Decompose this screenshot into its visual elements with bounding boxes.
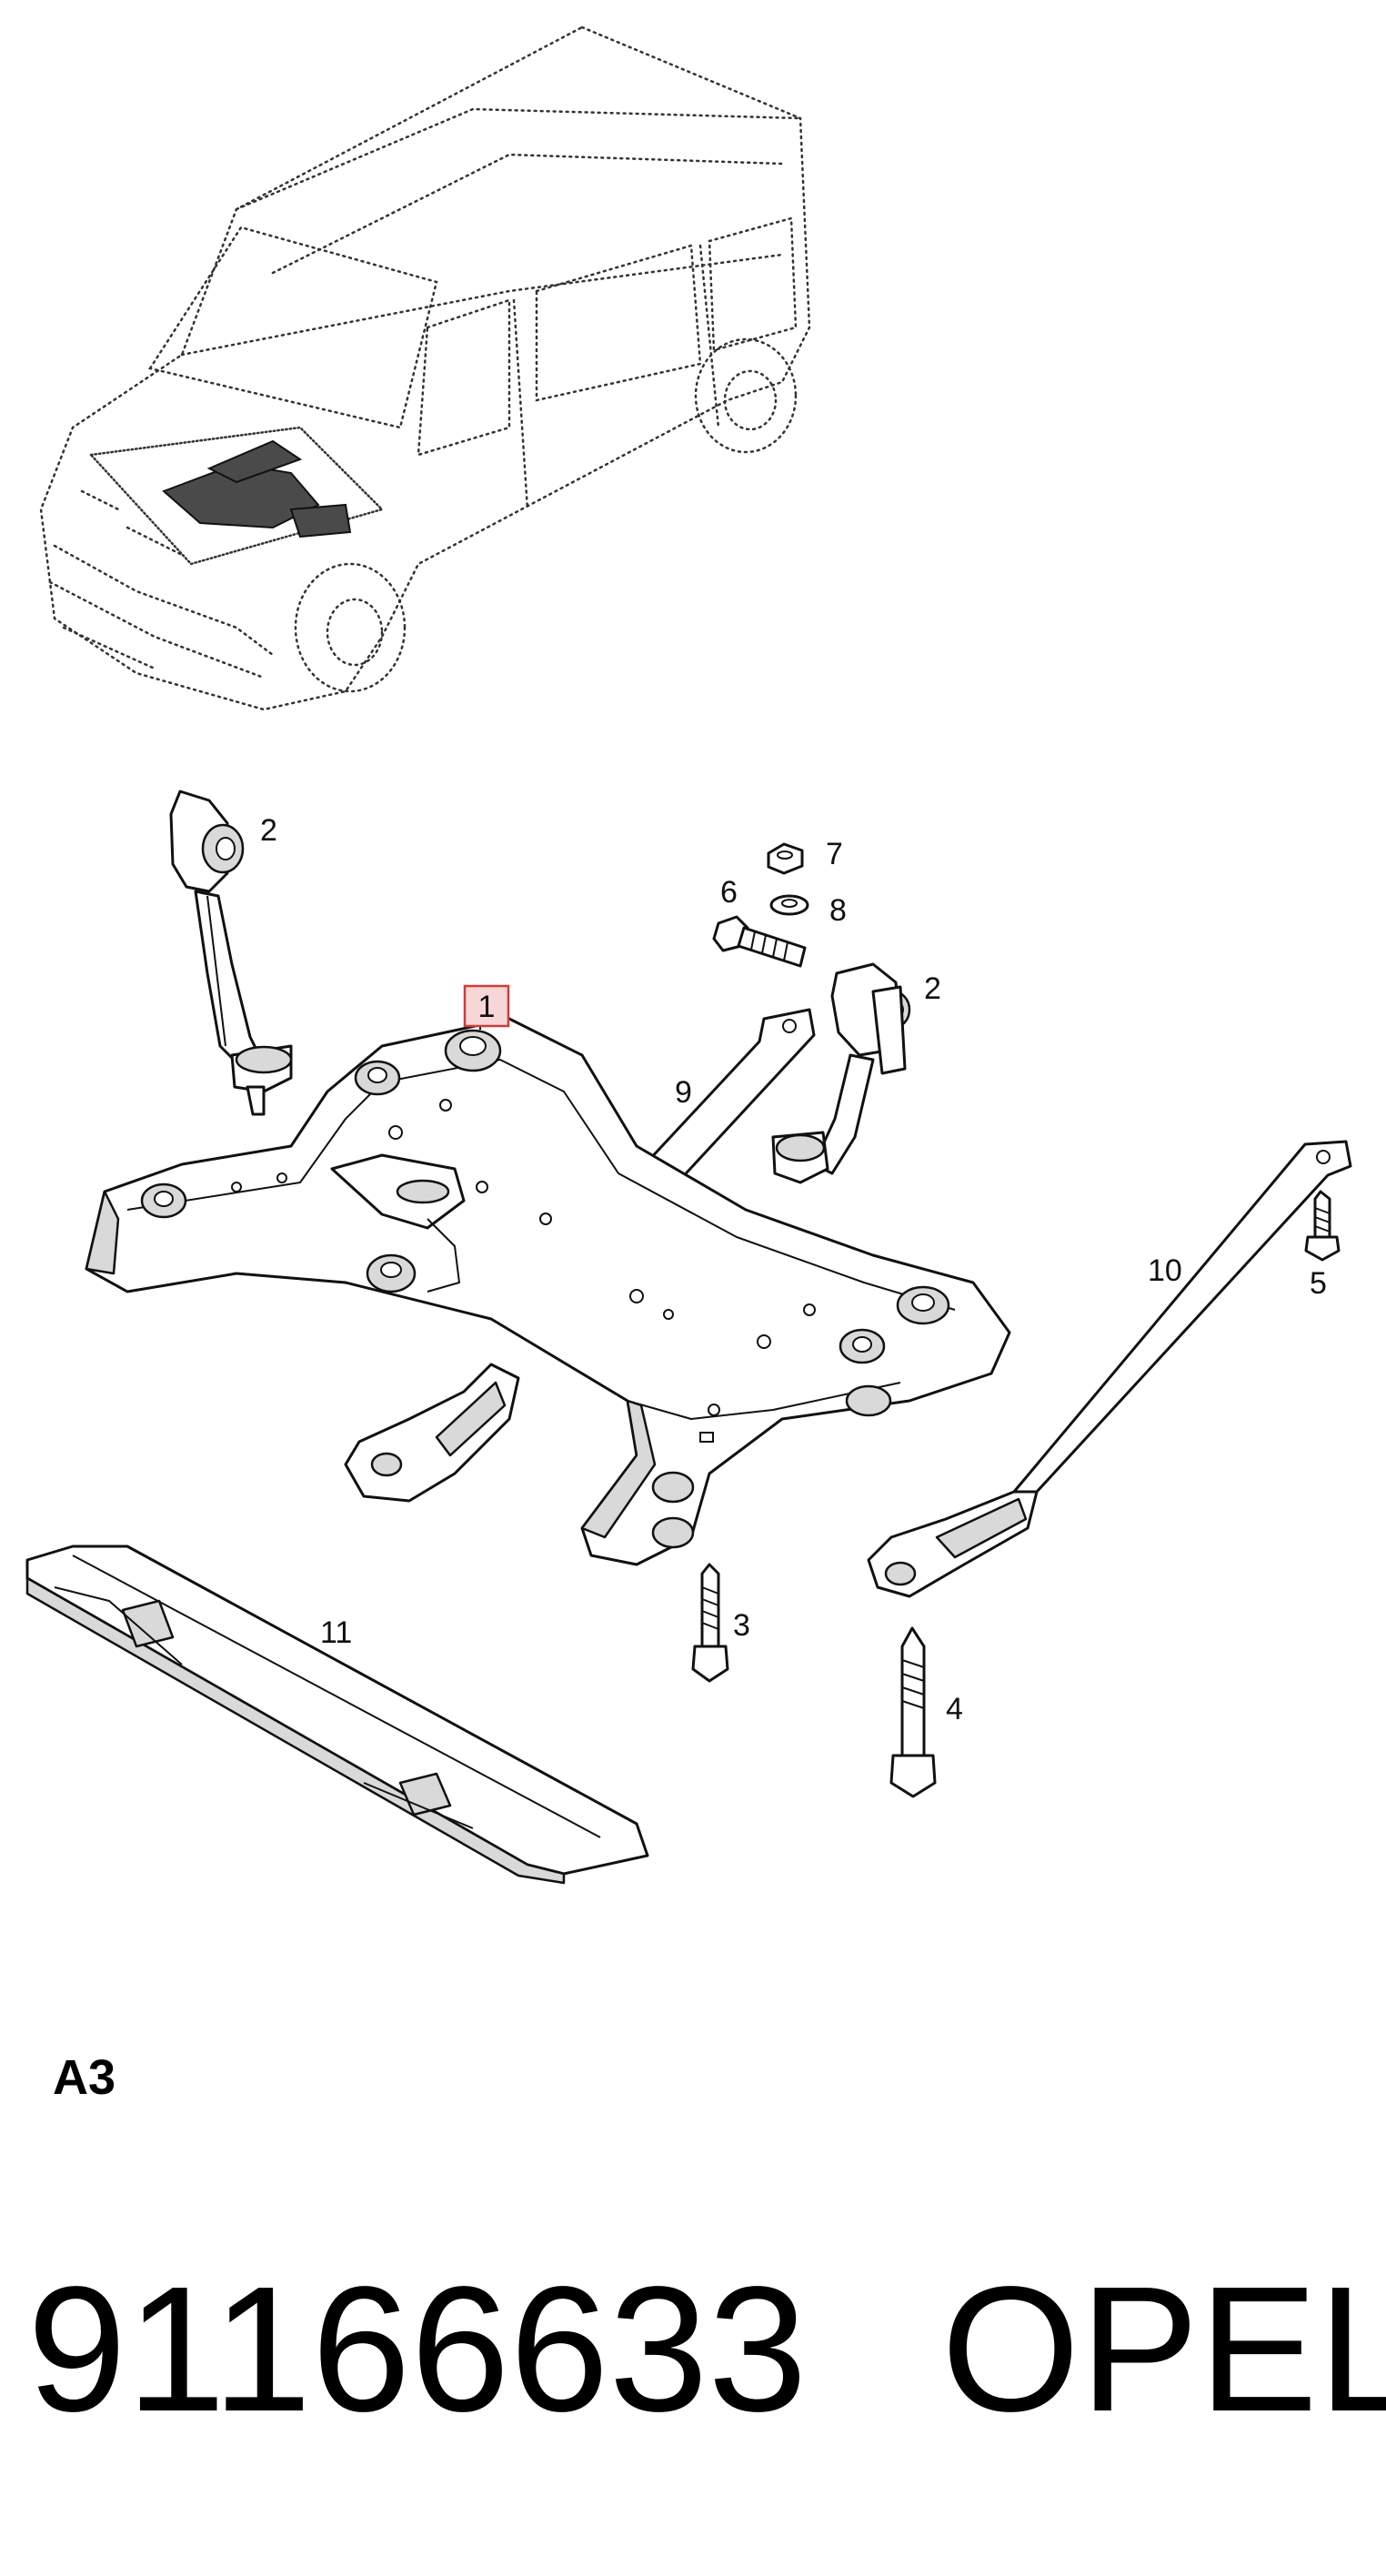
tension-strut-rod bbox=[867, 1140, 1352, 1598]
vehicle-overview-illustration bbox=[39, 25, 811, 711]
callout-10: 10 bbox=[1148, 1253, 1182, 1288]
callout-1-highlight-box bbox=[463, 984, 510, 1028]
callout-2-right: 2 bbox=[924, 971, 941, 1006]
underbody-shield-part-11 bbox=[25, 1545, 649, 1885]
callout-11: 11 bbox=[320, 1615, 352, 1650]
bolt-part-5 bbox=[1304, 1190, 1341, 1262]
callout-7: 7 bbox=[826, 837, 843, 871]
hex-nut-part-7 bbox=[767, 842, 804, 875]
bolt-part-6 bbox=[712, 915, 807, 968]
subframe-location-marker bbox=[162, 439, 352, 538]
callout-2-left: 2 bbox=[260, 813, 277, 848]
callout-8: 8 bbox=[829, 893, 847, 928]
callout-5: 5 bbox=[1310, 1266, 1327, 1301]
engine-mount-bracket-left bbox=[169, 790, 293, 1116]
callout-4: 4 bbox=[946, 1692, 963, 1726]
washer-part-8 bbox=[769, 894, 809, 916]
brand-name: OPEL bbox=[941, 2249, 1386, 2449]
callout-9: 9 bbox=[675, 1075, 692, 1110]
callout-6: 6 bbox=[720, 875, 738, 910]
callout-3: 3 bbox=[733, 1608, 750, 1643]
bolt-part-4 bbox=[889, 1626, 937, 1798]
part-number: 91166633 bbox=[27, 2249, 808, 2449]
callout-1-highlighted[interactable]: 1 bbox=[463, 984, 510, 1028]
engine-mount-bracket-right bbox=[771, 962, 911, 1184]
front-subframe-crossmember bbox=[85, 1017, 1011, 1566]
lower-arm-bracket-left bbox=[344, 1363, 520, 1503]
callout-1: 1 bbox=[478, 990, 496, 1024]
section-label: A3 bbox=[53, 2050, 116, 2105]
bolt-part-3 bbox=[691, 1563, 729, 1683]
